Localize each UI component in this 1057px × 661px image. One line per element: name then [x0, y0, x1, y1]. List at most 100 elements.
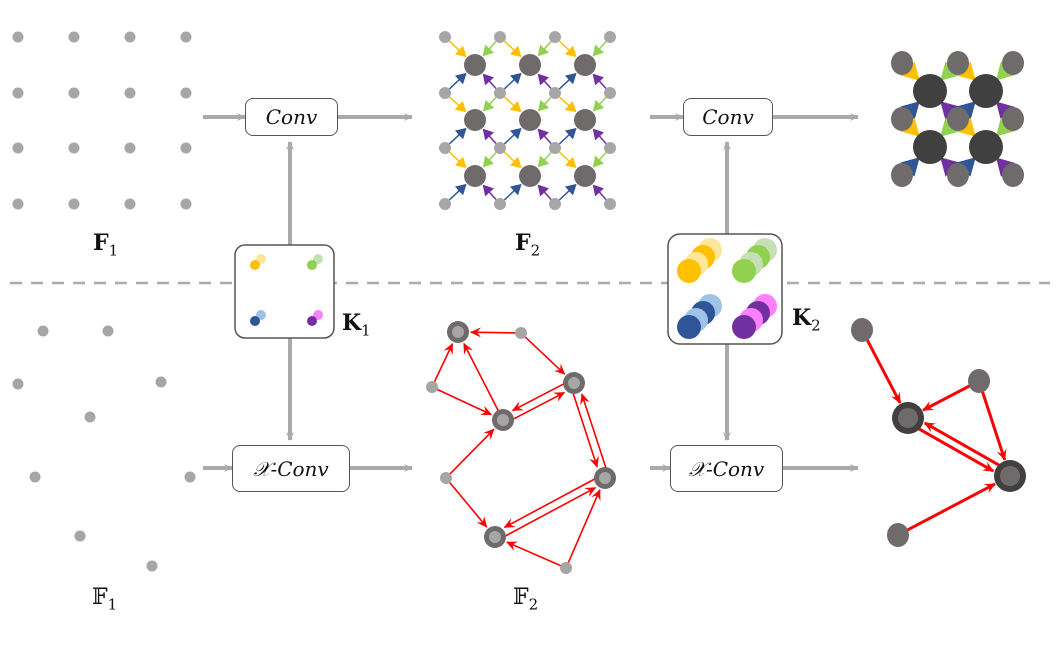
conv-label: Conv: [265, 105, 318, 129]
f3-input-point: [947, 51, 969, 75]
f2-input-point: [604, 31, 616, 43]
kernel-weight: [250, 316, 260, 326]
green-arrow: [592, 96, 607, 112]
f1-point: [180, 198, 192, 210]
label-k2: K2: [792, 305, 821, 335]
f2-input-point: [604, 142, 616, 154]
blue-arrow: [448, 127, 467, 145]
red-edge-arrow: [448, 428, 495, 475]
ff3-output-point-core: [1000, 466, 1020, 486]
red-edge-arrow: [469, 327, 517, 338]
f2-output-point: [464, 165, 486, 187]
yellow-arrow: [448, 151, 467, 169]
purple-arrow: [482, 184, 497, 201]
purple-arrow: [592, 184, 607, 201]
yellow-arrow: [558, 151, 577, 169]
f2-output-point: [464, 109, 486, 131]
ff1-point: [146, 560, 158, 572]
ff1-point: [84, 411, 96, 423]
purple-arrow: [592, 128, 607, 145]
blue-arrow: [900, 157, 920, 177]
green-arrow: [482, 96, 497, 112]
purple-arrow: [482, 73, 497, 90]
ff1-point: [12, 378, 24, 390]
green-arrow: [537, 96, 552, 112]
f2-input-point: [549, 87, 561, 99]
kernel-weight: [677, 315, 701, 339]
f3-input-point: [891, 163, 913, 187]
blue-arrow: [900, 101, 920, 121]
label-k1: K1: [342, 310, 371, 340]
blue-arrow: [448, 183, 467, 201]
k2-kernel-weights: [677, 238, 777, 339]
f1-point: [68, 31, 80, 43]
red-edge-arrow: [922, 384, 971, 412]
yellow-arrow: [900, 117, 920, 137]
f1-point: [180, 142, 192, 154]
ff1-scattered-points: [12, 325, 196, 572]
f2-output-point: [574, 54, 596, 76]
f3-input-point: [947, 107, 969, 131]
ff3-input-point: [968, 369, 990, 393]
green-arrow: [482, 40, 497, 57]
f3-input-point: [1002, 163, 1024, 187]
purple-arrow: [482, 128, 497, 145]
xconv-label: 𝒳-Conv: [253, 456, 329, 481]
ff1-point: [155, 376, 167, 388]
kernel-weight: [732, 259, 756, 283]
purple-arrow: [940, 157, 960, 177]
f1-point: [124, 31, 136, 43]
kernel-weight: [732, 315, 756, 339]
ff1-point: [74, 530, 86, 542]
f3-output-point: [969, 74, 1003, 108]
f1-point: [180, 87, 192, 99]
f2-output-point: [464, 54, 486, 76]
red-edge-arrow: [448, 481, 488, 528]
f2-input-point: [494, 198, 506, 210]
f1-point: [12, 87, 24, 99]
red-edge-arrow: [580, 393, 608, 470]
conv-label: Conv: [702, 105, 754, 129]
blue-arrow: [558, 183, 577, 201]
ff2-input-point: [440, 472, 452, 484]
red-edge-arrow: [524, 335, 566, 375]
f3-input-point: [1002, 51, 1024, 75]
yellow-arrow: [956, 61, 976, 81]
f2-input-point: [494, 87, 506, 99]
blue-arrow: [503, 72, 522, 90]
label-ff2: 𝔽2: [513, 585, 539, 614]
red-edge-arrow: [906, 482, 996, 532]
red-edge-arrow: [436, 388, 493, 416]
ff1-point: [184, 471, 196, 483]
green-arrow: [940, 117, 960, 137]
f3-output-point: [969, 130, 1003, 164]
green-arrow: [592, 40, 607, 57]
purple-arrow: [537, 184, 552, 201]
f3-output-point: [913, 74, 947, 108]
red-edge-arrow: [511, 382, 566, 412]
yellow-arrow: [956, 117, 976, 137]
red-edge-arrow: [567, 489, 601, 564]
yellow-arrow: [558, 96, 577, 113]
kernel-weight: [307, 316, 317, 326]
f2-input-point: [494, 142, 506, 154]
label-f2: F2: [515, 230, 541, 260]
blue-arrow: [558, 127, 577, 145]
f1-grid-points: [12, 31, 192, 210]
red-edge-arrow: [433, 342, 454, 383]
f2-output-point: [519, 54, 541, 76]
f1-point: [124, 198, 136, 210]
blue-arrow: [956, 101, 976, 121]
blue-arrow: [956, 157, 976, 177]
red-edge-arrow: [505, 541, 562, 567]
green-arrow: [940, 61, 960, 81]
ff2-input-point: [426, 381, 438, 393]
red-edge-arrow: [511, 391, 566, 421]
f2-input-point: [549, 142, 561, 154]
f2-output-point: [574, 165, 596, 187]
ff2-output-point-core: [452, 326, 464, 338]
blue-arrow: [558, 72, 577, 90]
ff2-input-point: [560, 562, 572, 574]
f2-output-point: [574, 109, 596, 131]
yellow-arrow: [503, 151, 522, 169]
